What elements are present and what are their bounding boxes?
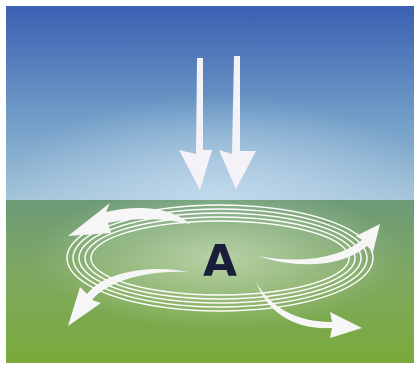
center-label: A (203, 236, 237, 287)
sky-background (6, 6, 414, 203)
pressure-rings (66, 204, 374, 312)
arrow-down-icon (179, 56, 256, 190)
curved-arrow-icon (68, 203, 380, 338)
